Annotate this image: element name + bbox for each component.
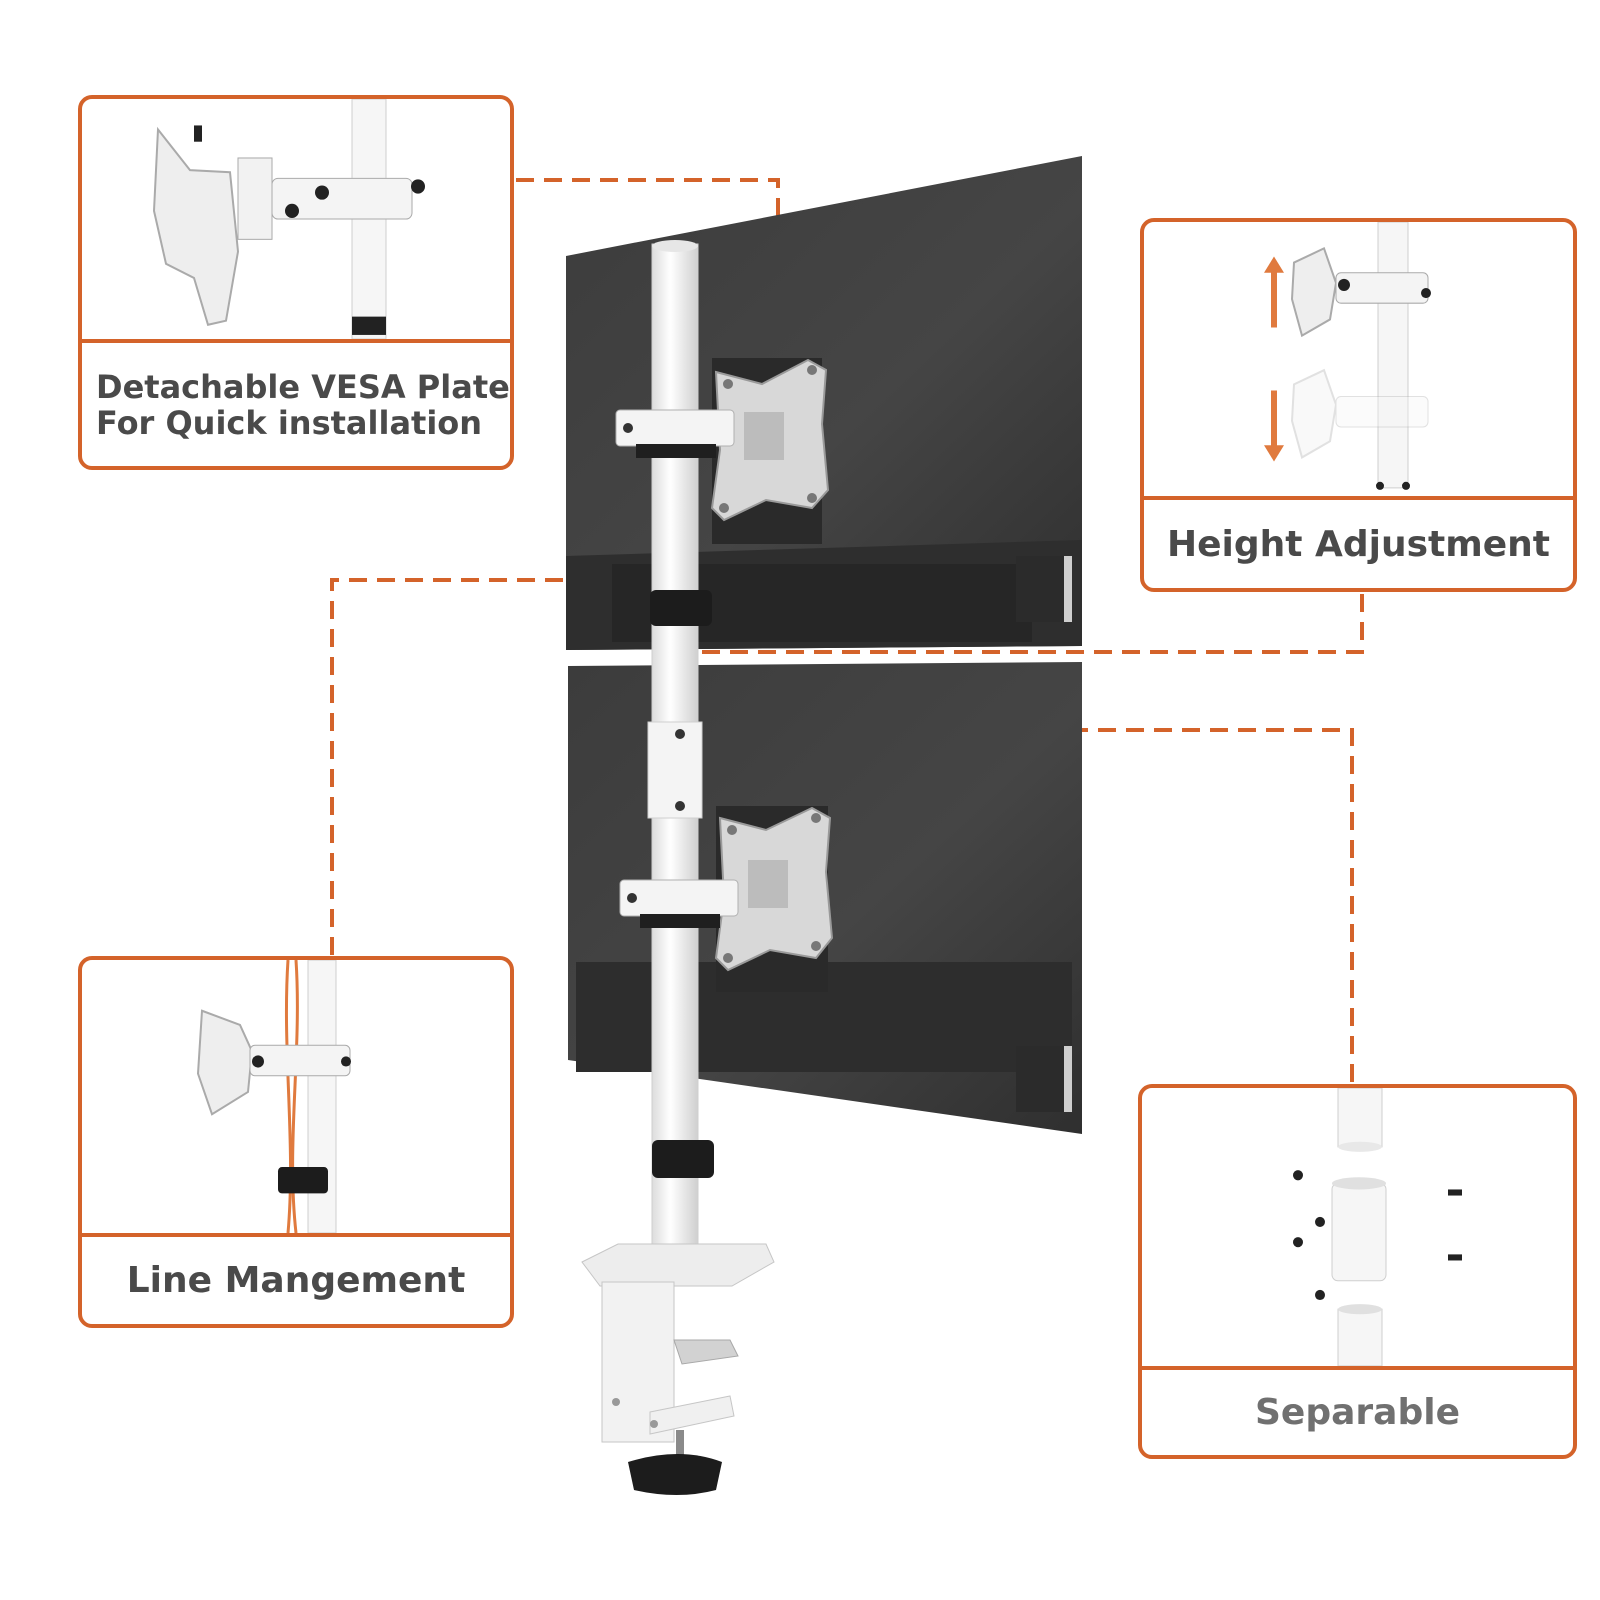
vesa-plate-caption: Detachable VESA Plate For Quick installa… — [82, 343, 510, 466]
cable-clip-upper — [650, 590, 712, 626]
top-vesa-plate — [710, 358, 830, 522]
connector-height — [688, 594, 1364, 654]
vesa-plate-illustration — [82, 99, 510, 343]
cable-clip-lower — [652, 1140, 714, 1178]
callout-height-adjustment: Height Adjustment — [1140, 218, 1577, 592]
line-management-caption: Line Mangement — [82, 1237, 510, 1324]
height-caption-label: Height Adjustment — [1166, 523, 1551, 565]
pole — [647, 240, 703, 1285]
vesa-caption-line1: Detachable VESA Plate — [96, 367, 510, 406]
desk-clamp — [581, 1243, 775, 1495]
vesa-caption-line2: For Quick installation — [96, 403, 483, 442]
separable-caption: Separable — [1142, 1370, 1573, 1455]
connector-separable — [710, 728, 1354, 1082]
bottom-arm-clamp — [619, 879, 739, 928]
callout-vesa-plate: Detachable VESA Plate For Quick installa… — [78, 95, 514, 470]
separable-illustration — [1142, 1088, 1573, 1370]
height-adjustment-caption: Height Adjustment — [1144, 500, 1573, 588]
bottom-vesa-plate — [714, 806, 834, 972]
line-caption-label: Line Mangement — [126, 1260, 466, 1301]
top-arm-clamp — [615, 409, 735, 458]
connector-line — [330, 578, 655, 955]
callout-line-management: Line Mangement — [78, 956, 514, 1328]
line-management-illustration — [82, 960, 510, 1237]
separable-caption-label: Separable — [1255, 1392, 1460, 1433]
height-adjustment-illustration — [1144, 222, 1573, 500]
callout-separable: Separable — [1138, 1084, 1577, 1459]
